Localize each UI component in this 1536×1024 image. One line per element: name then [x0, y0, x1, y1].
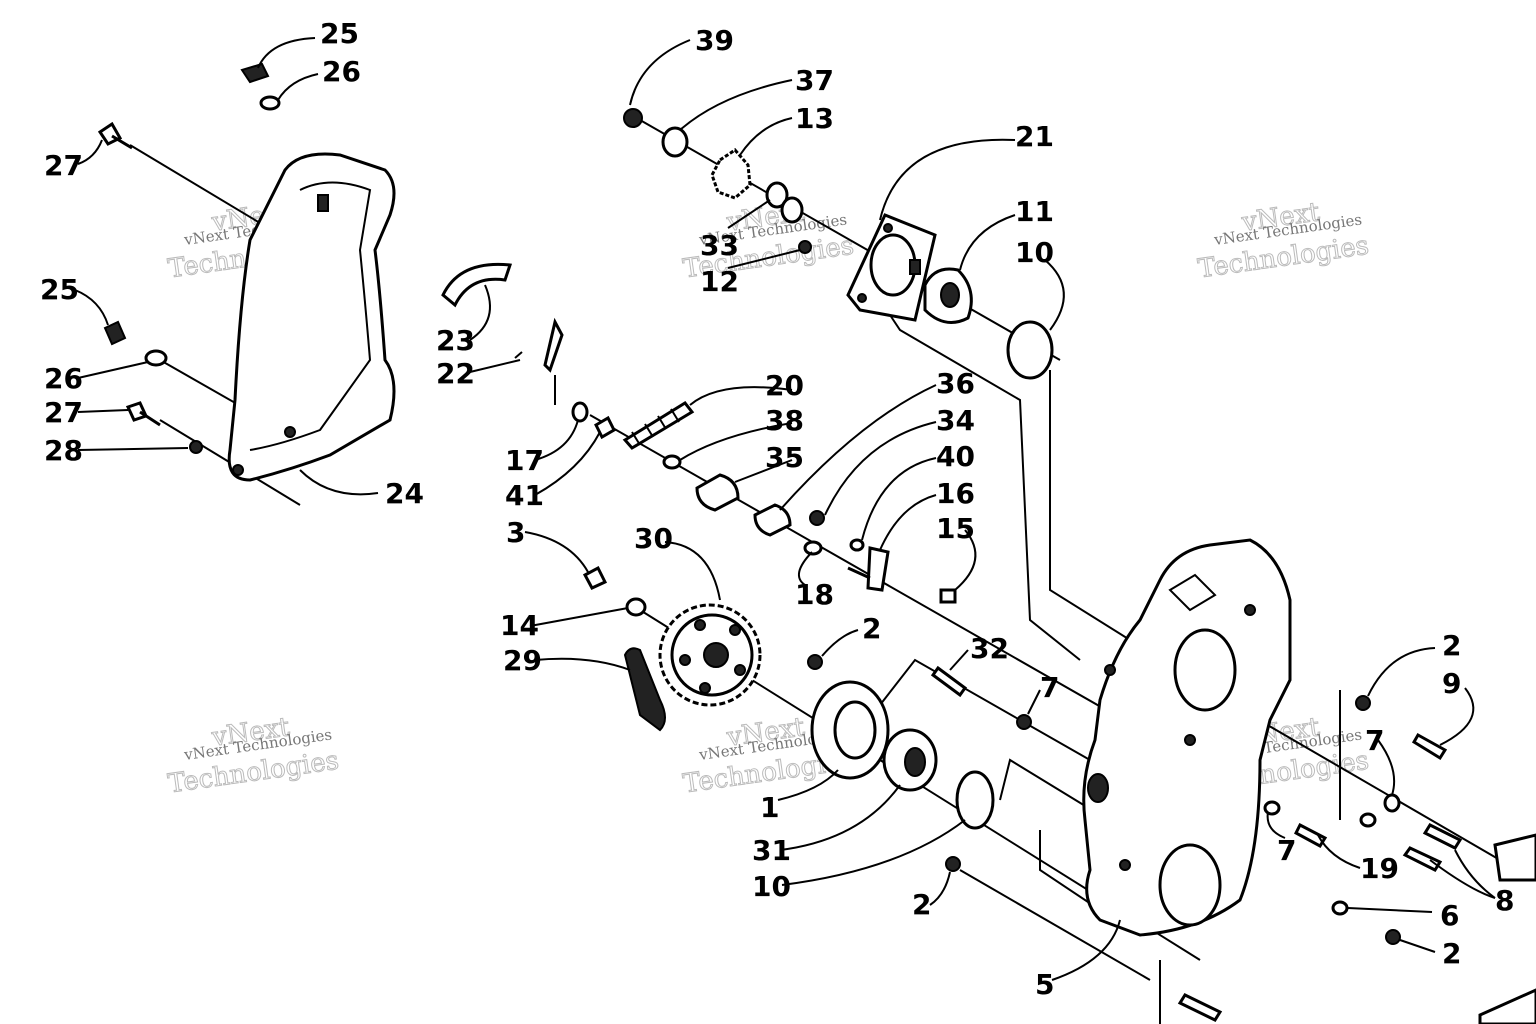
- seal-lower: [955, 770, 995, 830]
- label-10-bottom: 10: [752, 870, 791, 903]
- label-28: 28: [44, 434, 83, 467]
- label-10-top: 10: [1015, 236, 1054, 269]
- label-5: 5: [1035, 968, 1054, 1001]
- leader-lines: [74, 37, 1496, 981]
- drive-sprocket: [658, 603, 762, 707]
- chain-clip: [441, 262, 513, 308]
- label-7-lower: 7: [1277, 834, 1296, 867]
- label-36: 36: [936, 367, 975, 400]
- label-38: 38: [765, 404, 804, 437]
- label-7-mid: 7: [1040, 671, 1059, 704]
- watermark-4: vNext vNext Technologies Technologies: [166, 712, 342, 800]
- left-fasteners: [97, 62, 281, 454]
- chain-case-housing: [1082, 538, 1292, 937]
- label-39: 39: [695, 24, 734, 57]
- label-20: 20: [765, 369, 804, 402]
- label-37: 37: [795, 64, 834, 97]
- watermark-3: vNext vNext Technologies Technologies: [1196, 197, 1372, 285]
- label-2-bottom-left: 2: [912, 888, 931, 921]
- label-40: 40: [936, 440, 975, 473]
- label-22: 22: [436, 357, 475, 390]
- label-2-mid: 2: [862, 612, 881, 645]
- label-2-bottom-right: 2: [1442, 937, 1461, 970]
- label-21: 21: [1015, 120, 1054, 153]
- drive-chain: [623, 647, 666, 732]
- label-30: 30: [634, 522, 673, 555]
- label-9: 9: [1442, 667, 1461, 700]
- label-6: 6: [1440, 899, 1459, 932]
- cotter-pin: [514, 317, 564, 373]
- label-18: 18: [795, 578, 834, 611]
- label-1: 1: [760, 791, 779, 824]
- label-41: 41: [505, 479, 544, 512]
- small-nuts: [807, 654, 1032, 872]
- label-16: 16: [936, 477, 975, 510]
- label-13: 13: [795, 102, 834, 135]
- label-34: 34: [936, 404, 975, 437]
- label-29: 29: [503, 644, 542, 677]
- label-15: 15: [936, 512, 975, 545]
- label-27-mid: 27: [44, 396, 83, 429]
- chain-case-cover: [227, 152, 396, 482]
- label-24: 24: [385, 477, 424, 510]
- label-23: 23: [436, 324, 475, 357]
- bearing-lower: [882, 728, 938, 792]
- label-19: 19: [1360, 852, 1399, 885]
- label-27-top: 27: [44, 149, 83, 182]
- bearing-flange: [846, 213, 937, 322]
- label-25-mid: 25: [40, 273, 79, 306]
- label-25-top: 25: [320, 17, 359, 50]
- label-7-right: 7: [1365, 724, 1384, 757]
- tensioner-parts: [571, 401, 957, 604]
- bearing-plate: [810, 680, 890, 780]
- label-14: 14: [500, 609, 539, 642]
- label-11: 11: [1015, 195, 1054, 228]
- label-12: 12: [700, 265, 739, 298]
- label-26-mid: 26: [44, 362, 83, 395]
- label-3: 3: [506, 516, 525, 549]
- upper-shaft-parts: [623, 108, 812, 254]
- label-2-right: 2: [1442, 629, 1461, 662]
- label-32: 32: [970, 632, 1009, 665]
- sprocket-bolt: [582, 565, 647, 617]
- label-33: 33: [700, 229, 739, 262]
- bearing-upper: [923, 267, 973, 324]
- label-17: 17: [505, 444, 544, 477]
- label-31: 31: [752, 834, 791, 867]
- part-labels: 25 26 27 25 26 27 28 24 23 22 17 41 20 3…: [40, 17, 1514, 1001]
- label-35: 35: [765, 441, 804, 474]
- label-26-top: 26: [322, 55, 361, 88]
- right-fasteners: [1177, 695, 1536, 1024]
- label-8: 8: [1495, 884, 1514, 917]
- seal-upper: [1006, 320, 1054, 380]
